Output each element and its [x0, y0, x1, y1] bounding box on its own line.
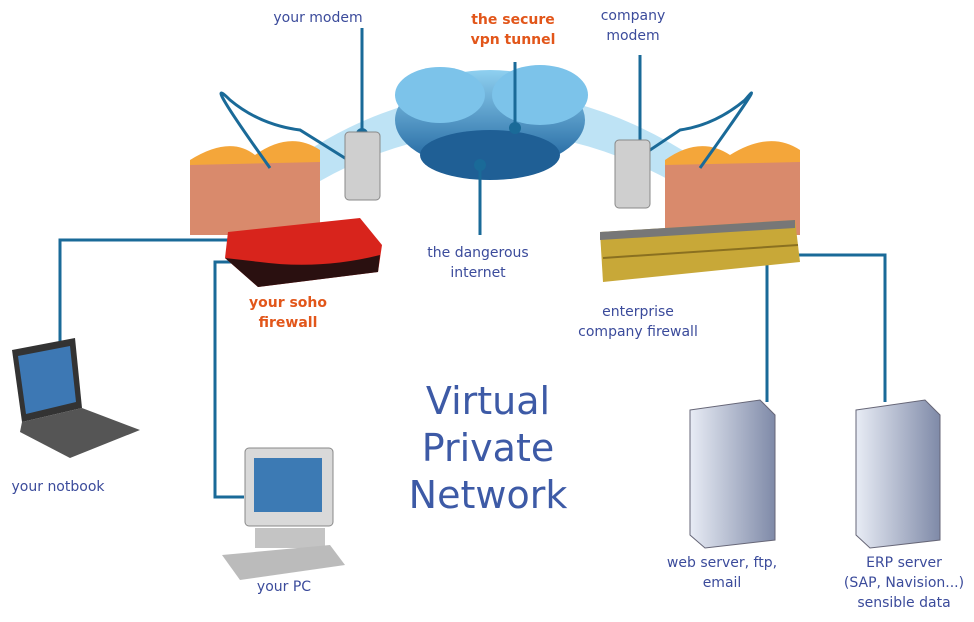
connection-lines [58, 28, 887, 499]
right-brick-wall [665, 141, 800, 235]
label-line: email [702, 575, 742, 591]
label-line: company firewall [578, 324, 698, 340]
label-line: (SAP, Navision...) [843, 575, 965, 591]
company-modem-label: company modem [601, 6, 666, 46]
soho-firewall-label: your soho firewall [249, 293, 327, 333]
label-line: your soho [248, 295, 328, 311]
label-line: the secure [471, 12, 555, 28]
secure-tunnel-label: the secure vpn tunnel [471, 10, 556, 50]
enterprise-firewall-device [600, 220, 800, 282]
title-line: Virtual [425, 379, 551, 423]
web-server-label: web server, ftp, email [667, 553, 777, 593]
dangerous-internet-label: the dangerous internet [427, 243, 528, 283]
notebook-device [12, 338, 140, 458]
label-line: vpn tunnel [470, 32, 556, 48]
erp-server-device [855, 399, 941, 549]
title-line: Private [421, 426, 555, 470]
label-line: sensible data [857, 595, 951, 611]
your-modem-label: your modem [273, 10, 363, 26]
label-line: the dangerous [427, 245, 529, 261]
title-line: Network [408, 473, 568, 517]
label-line: internet [450, 265, 506, 281]
label-line: company [600, 8, 666, 24]
pc-device [222, 447, 345, 580]
label-line: ERP server [866, 555, 942, 571]
enterprise-firewall-label: enterprise company firewall [578, 302, 698, 342]
left-brick-wall [190, 141, 320, 235]
label-line: modem [606, 28, 660, 44]
label-line: web server, ftp, [666, 555, 778, 571]
label-line: enterprise [602, 304, 674, 320]
internet-cloud [395, 65, 588, 180]
soho-firewall-device [225, 218, 382, 287]
label-line: firewall [258, 315, 318, 331]
web-server-device [689, 399, 776, 549]
erp-server-label: ERP server (SAP, Navision...) sensible dat… [844, 553, 964, 613]
notebook-label: your notbook [11, 479, 105, 495]
company-modem-device [614, 139, 651, 209]
your-modem-device [344, 131, 381, 201]
pc-label: your PC [256, 579, 312, 595]
